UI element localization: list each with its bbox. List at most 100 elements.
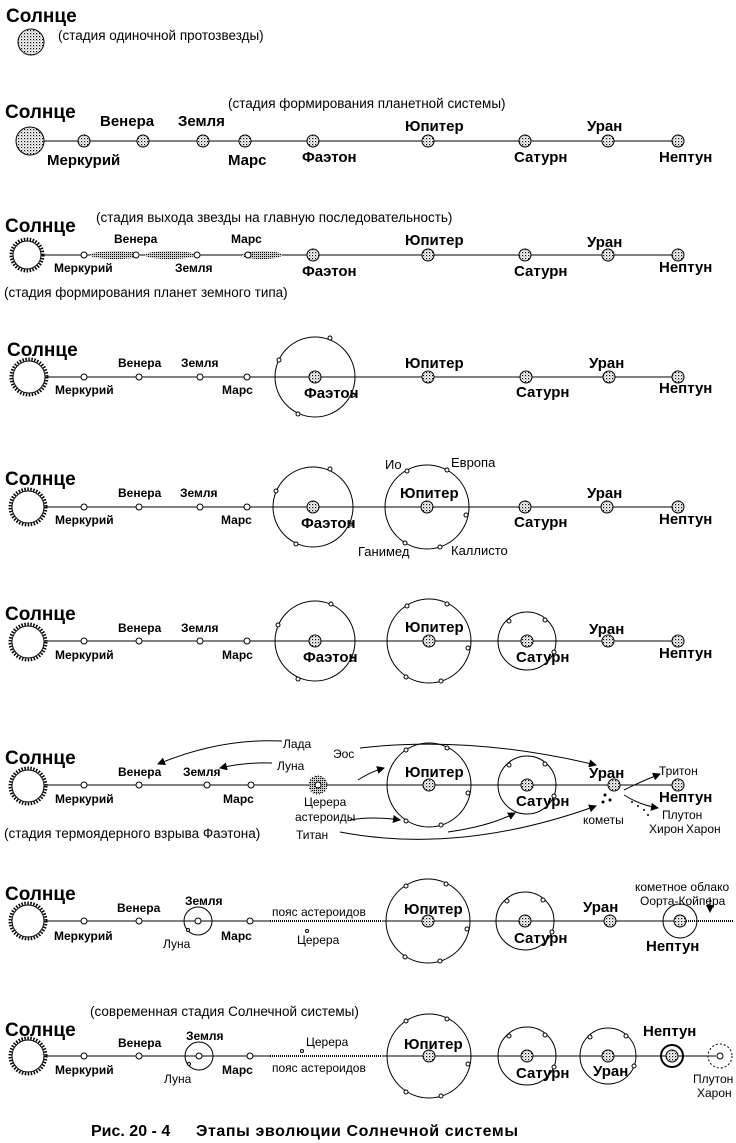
saturn — [520, 634, 534, 648]
neptune-label: Нептун — [659, 259, 712, 276]
mercury-label: Меркурий — [54, 261, 113, 275]
ceres — [300, 1049, 304, 1053]
mars — [238, 134, 252, 148]
jupiter-system-orbit — [386, 598, 472, 684]
figure-number: Рис. 20 - 4 — [91, 1123, 170, 1140]
earth-label: Земля — [178, 113, 225, 130]
arrow-eos — [359, 743, 597, 768]
stage-4: Солнце Венера Земля Меркурий Марс Фаэтон… — [7, 335, 712, 418]
mars-label: Марс — [221, 929, 252, 943]
venus-label: Венера — [114, 232, 158, 246]
mars — [246, 1052, 254, 1060]
jupiter-moon — [438, 1093, 444, 1099]
mercury-label: Меркурий — [55, 792, 114, 806]
charon-label: Харон — [697, 1086, 732, 1100]
saturn-moon — [542, 617, 548, 623]
mars-label: Марс — [231, 232, 262, 246]
neptune — [671, 634, 685, 648]
saturn-label: Сатурн — [516, 1065, 569, 1082]
neptune — [671, 248, 685, 262]
mars — [246, 917, 254, 925]
venus-label: Венера — [118, 486, 162, 500]
uranus-label: Уран — [589, 355, 624, 372]
venus — [135, 637, 143, 645]
earth-label: Земля — [185, 894, 223, 908]
jupiter-label: Юпитер — [405, 764, 464, 781]
mars — [243, 503, 251, 511]
uranus — [600, 500, 614, 514]
sun-core — [11, 490, 45, 524]
venus — [135, 917, 143, 925]
stage-note: (стадия выхода звезды на главную последо… — [96, 210, 452, 225]
mercury-label: Меркурий — [54, 929, 113, 943]
callisto-label: Каллисто — [451, 543, 508, 558]
venus — [135, 1052, 143, 1060]
stage-8: Солнце Венера Земля Меркурий Луна Марс п… — [5, 878, 733, 964]
jupiter-moon — [465, 790, 471, 796]
jupiter-moon — [403, 674, 409, 680]
saturn-label: Сатурн — [514, 930, 567, 947]
earth-label: Земля — [180, 486, 218, 500]
luna — [187, 1062, 191, 1066]
venus — [136, 134, 150, 148]
arrow-saturn — [447, 812, 516, 833]
ceres-label: Церера — [304, 795, 347, 809]
neptune-system-orbit — [662, 903, 698, 939]
sun-label: Солнце — [5, 884, 76, 905]
triton-label: Тритон — [659, 764, 698, 778]
neptune-label: Нептун — [646, 938, 699, 955]
uranus — [601, 1049, 615, 1063]
sun-label: Солнце — [5, 748, 76, 769]
mercury-label: Меркурий — [55, 383, 114, 397]
neptune-label: Нептун — [659, 789, 712, 806]
ceres-label: Церера — [297, 933, 340, 947]
comet-dot — [601, 800, 605, 804]
arrow-titan — [339, 804, 597, 840]
mercury-label: Меркурий — [55, 1063, 114, 1077]
earth-label: Земля — [181, 621, 219, 635]
jupiter-moon — [465, 1061, 471, 1067]
venus — [135, 781, 143, 789]
sun-label: Солнце — [7, 340, 78, 361]
saturn — [520, 1049, 534, 1063]
earth-label: Земля — [183, 765, 221, 779]
callisto-moon — [463, 512, 469, 518]
earth-luna-orbit — [184, 1041, 214, 1071]
io-moon — [404, 468, 410, 474]
venus — [135, 503, 143, 511]
jupiter-system-orbit — [386, 1013, 472, 1099]
saturn-moon — [551, 649, 557, 655]
uranus — [601, 634, 615, 648]
jupiter-label: Юпитер — [405, 118, 464, 135]
arrow-asteroids — [349, 815, 401, 823]
ceres — [305, 929, 309, 933]
jupiter — [422, 1049, 436, 1063]
jupiter-system-orbit — [385, 878, 471, 964]
saturn-label: Сатурн — [514, 149, 567, 166]
stage-9: (современная стадия Солнечной системы) С… — [5, 1004, 733, 1100]
stage-note: (стадия термоядерного взрыва Фаэтона) — [4, 826, 260, 841]
neptune — [671, 500, 685, 514]
mars-label: Марс — [221, 513, 252, 527]
phaeton-system-orbit — [274, 336, 356, 418]
ceres-label: Церера — [306, 1035, 349, 1049]
jupiter-moon — [404, 603, 410, 609]
phaeton-moon — [348, 521, 354, 527]
uranus — [603, 914, 617, 928]
mercury — [80, 503, 88, 511]
sun-label: Солнце — [6, 6, 77, 27]
stage-1: Солнце (стадия одиночной протозвезды) — [6, 6, 264, 56]
saturn-moon — [506, 618, 512, 624]
jupiter-moon — [464, 926, 470, 932]
jupiter — [421, 914, 435, 928]
comet-dot — [608, 798, 612, 802]
uranus-moon — [587, 1034, 593, 1040]
mercury-label: Меркурий — [47, 152, 120, 169]
stage-6: Солнце Венера Земля Меркурий Марс Фаэтон… — [5, 598, 712, 684]
jupiter-system-orbit — [384, 464, 470, 550]
mercury-label: Меркурий — [55, 513, 114, 527]
uranus-label: Уран — [587, 118, 622, 135]
sun-core — [11, 769, 45, 803]
pluto — [716, 1052, 724, 1060]
explosion-core — [314, 781, 322, 789]
